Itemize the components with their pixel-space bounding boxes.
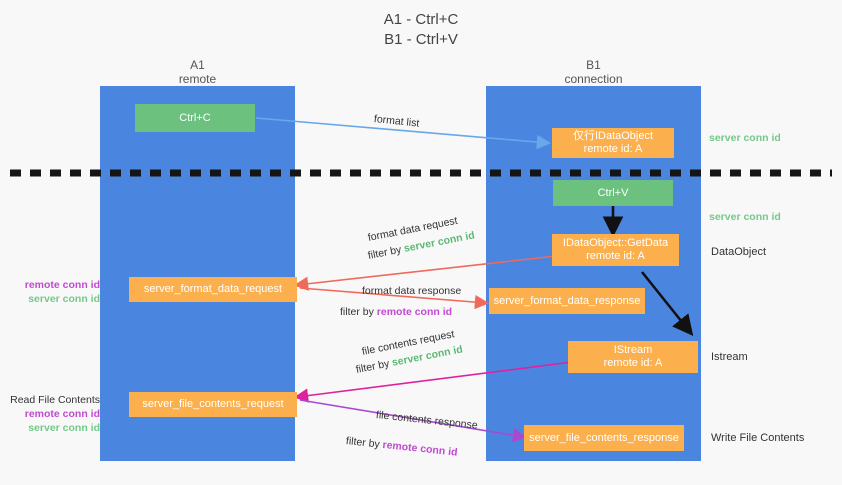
node-ctrl-c-label: Ctrl+C: [179, 111, 211, 124]
edge-label-format-data-response-line1: format data response: [362, 285, 462, 297]
column-header-b1: B1 connection: [486, 58, 701, 86]
right-label-server-conn-id-top: server conn id: [709, 132, 781, 144]
left-label-remote-conn-id: remote conn id: [24, 279, 100, 291]
edge-label-file-contents-response: file contents response: [375, 408, 478, 433]
filter-value-remote-conn-id: remote conn id: [376, 306, 453, 318]
left-label-read-file-contents: Read File Contents remote conn id server…: [4, 393, 100, 435]
filter-prefix: filter by: [354, 357, 394, 376]
right-label-write-file-contents-text: Write File Contents: [711, 432, 805, 444]
node-idataobject-set[interactable]: 仅行IDataObject remote id: A: [552, 128, 674, 158]
right-label-server-conn-id-top-text: server conn id: [709, 132, 781, 144]
edge-label-file-contents-response-filter: filter by remote conn id: [345, 434, 458, 460]
node-idataobject-set-line1: 仅行IDataObject: [572, 130, 654, 142]
column-a1-name: A1: [190, 58, 205, 72]
page-title: A1 - Ctrl+C B1 - Ctrl+V: [0, 10, 842, 50]
title-line-2: B1 - Ctrl+V: [384, 31, 458, 48]
node-server-file-contents-response-label: server_file_contents_response: [529, 431, 679, 444]
left-label-read-file-heading: Read File Contents: [10, 394, 100, 406]
edge-label-format-data-response-filter: filter by remote conn id: [340, 305, 452, 319]
title-line-1: A1 - Ctrl+C: [383, 11, 459, 28]
left-label-read-remote-conn-id: remote conn id: [24, 408, 100, 420]
right-label-server-conn-id-mid-text: server conn id: [709, 211, 781, 223]
left-label-server-conn-id: server conn id: [28, 293, 100, 305]
right-label-dataobject-text: DataObject: [711, 246, 767, 258]
node-ctrl-v-label: Ctrl+V: [597, 186, 629, 199]
right-label-dataobject: DataObject: [711, 246, 766, 258]
node-istream-line2: remote id: A: [603, 357, 663, 369]
column-header-a1: A1 remote: [100, 58, 295, 86]
node-server-format-data-request[interactable]: server_format_data_request: [129, 277, 297, 302]
left-label-read-server-conn-id: server conn id: [28, 422, 100, 434]
node-server-file-contents-request[interactable]: server_file_contents_request: [129, 392, 297, 417]
node-istream[interactable]: IStream remote id: A: [568, 341, 698, 373]
node-istream-line1: IStream: [613, 344, 653, 356]
filter-prefix: filter by: [366, 243, 406, 262]
edge-label-file-contents-response-line1: file contents response: [375, 409, 479, 432]
filter-value-remote-conn-id: remote conn id: [381, 438, 459, 459]
column-b1-sub: connection: [564, 72, 623, 86]
filter-prefix: filter by: [340, 306, 377, 318]
column-b1-name: B1: [586, 58, 601, 72]
node-idataobject-getdata-line2: remote id: A: [586, 250, 645, 262]
column-a1-sub: remote: [178, 72, 217, 86]
edge-label-format-list-text: format list: [373, 113, 420, 130]
node-server-file-contents-request-label: server_file_contents_request: [142, 398, 284, 410]
filter-prefix: filter by: [345, 435, 384, 451]
node-idataobject-getdata[interactable]: IDataObject::GetData remote id: A: [552, 234, 679, 266]
node-ctrl-c[interactable]: Ctrl+C: [135, 104, 255, 132]
edge-label-format-data-response: format data response: [362, 284, 461, 298]
right-label-write-file-contents: Write File Contents: [711, 432, 804, 444]
node-ctrl-v[interactable]: Ctrl+V: [553, 180, 673, 206]
edge-label-format-list: format list: [373, 112, 420, 131]
right-label-istream: Istream: [711, 351, 748, 363]
node-idataobject-set-line2: remote id: A: [583, 143, 643, 155]
right-label-istream-text: Istream: [711, 351, 748, 363]
node-server-file-contents-response[interactable]: server_file_contents_response: [524, 425, 684, 451]
node-server-format-data-response-label: server_format_data_response: [493, 294, 641, 307]
node-server-format-data-request-label: server_format_data_request: [143, 283, 283, 295]
node-idataobject-getdata-line1: IDataObject::GetData: [562, 237, 669, 249]
node-server-format-data-response[interactable]: server_format_data_response: [489, 288, 645, 314]
right-label-server-conn-id-mid: server conn id: [709, 211, 781, 223]
left-label-conn-ids: remote conn id server conn id: [10, 278, 100, 306]
